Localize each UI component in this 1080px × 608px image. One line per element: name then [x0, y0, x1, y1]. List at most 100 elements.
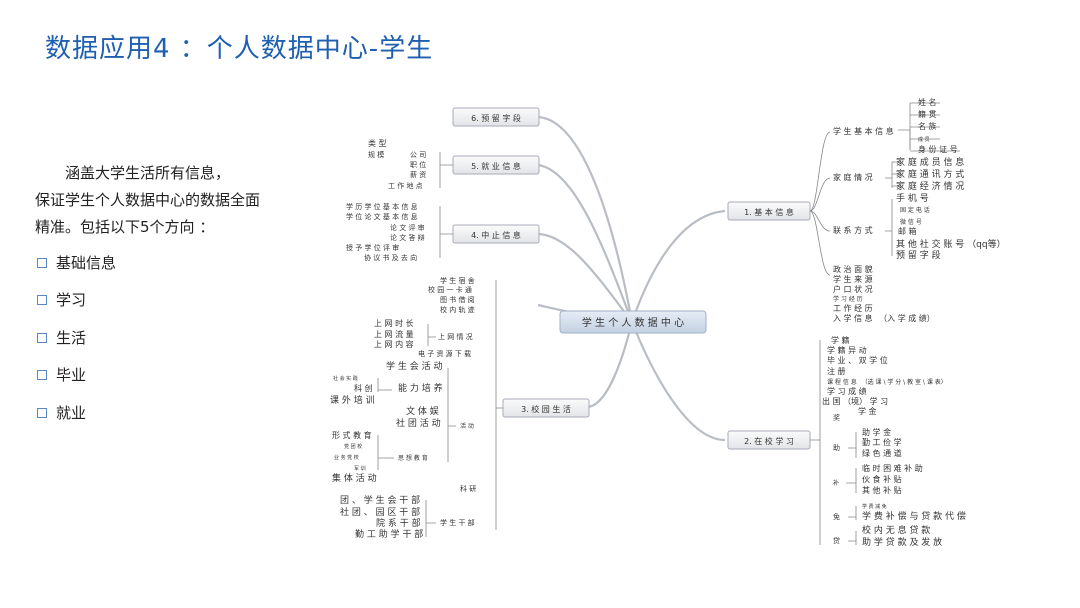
svg-text:出 国 （境） 学 习: 出 国 （境） 学 习 — [822, 396, 888, 406]
svg-text:学 籍 异 动: 学 籍 异 动 — [827, 345, 867, 355]
svg-text:能 力 培 养: 能 力 培 养 — [398, 382, 443, 394]
svg-text:学 生 会 活 动: 学 生 会 活 动 — [386, 360, 442, 372]
svg-text:家 庭 成 员 信 息: 家 庭 成 员 信 息 — [896, 156, 964, 168]
svg-text:预 留 字 段: 预 留 字 段 — [896, 249, 941, 261]
checkbox-icon — [37, 294, 47, 305]
svg-text:校 园 一 卡 通: 校 园 一 卡 通 — [428, 285, 472, 294]
svg-text:军 训: 军 训 — [354, 465, 366, 472]
svg-text:固 定 电 话: 固 定 电 话 — [900, 206, 930, 214]
direction-item: 就业 — [37, 402, 86, 423]
svg-text:业 务 党 校: 业 务 党 校 — [334, 454, 359, 461]
svg-text:绿 色 通 道: 绿 色 通 道 — [862, 448, 902, 458]
svg-text:家 庭 情 况: 家 庭 情 况 — [833, 172, 873, 182]
svg-text:注 册: 注 册 — [827, 366, 846, 376]
svg-text:邮 箱: 邮 箱 — [898, 226, 917, 236]
svg-text:课 外 培 训: 课 外 培 训 — [330, 394, 375, 406]
svg-text:奖: 奖 — [833, 413, 840, 422]
svg-text:学 生 宿 舍: 学 生 宿 舍 — [440, 276, 475, 285]
svg-text:学 生 干 部: 学 生 干 部 — [440, 518, 475, 527]
svg-text:身 份 证 号: 身 份 证 号 — [918, 144, 958, 154]
svg-text:校 内 轨 迹: 校 内 轨 迹 — [440, 305, 475, 314]
svg-text:成 员: 成 员 — [918, 136, 930, 143]
svg-text:学 籍: 学 籍 — [831, 335, 850, 345]
svg-text:科 创: 科 创 — [354, 383, 373, 393]
direction-item: 生活 — [37, 327, 86, 348]
svg-text:6. 预 留 字 段: 6. 预 留 字 段 — [471, 113, 521, 123]
svg-text:助: 助 — [833, 443, 840, 452]
svg-text:上 网 时 长: 上 网 时 长 — [374, 318, 414, 328]
svg-text:授 予 学 位 评 审: 授 予 学 位 评 审 — [346, 243, 399, 252]
svg-text:助 学 金: 助 学 金 — [862, 427, 891, 437]
svg-text:5. 就 业 信 息: 5. 就 业 信 息 — [471, 161, 521, 171]
branch-line — [587, 321, 634, 409]
svg-text:论 文 评 审: 论 文 评 审 — [390, 223, 425, 232]
svg-text:学 费 减 免: 学 费 减 免 — [862, 503, 887, 510]
svg-text:学 位 论 文 基 本 信 息: 学 位 论 文 基 本 信 息 — [346, 212, 418, 221]
svg-text:4. 中 止 信 息: 4. 中 止 信 息 — [471, 230, 521, 240]
branch-line — [630, 209, 726, 323]
svg-text:其 他 补 贴: 其 他 补 贴 — [862, 485, 902, 495]
svg-text:薪 资: 薪 资 — [410, 170, 426, 179]
svg-text:协 议 书 及 去 向: 协 议 书 及 去 向 — [364, 253, 417, 262]
svg-text:家 庭 经 济 情 况: 家 庭 经 济 情 况 — [896, 180, 964, 192]
svg-text:免: 免 — [833, 512, 840, 521]
svg-text:上 网 流 量: 上 网 流 量 — [374, 329, 414, 339]
direction-item: 基础信息 — [37, 252, 116, 273]
svg-text:助 学 贷 款 及 发 放: 助 学 贷 款 及 发 放 — [862, 536, 942, 548]
center-node — [559, 310, 707, 334]
svg-text:姓 名: 姓 名 — [918, 97, 937, 107]
svg-text:论 文 答 辩: 论 文 答 辩 — [390, 233, 425, 242]
svg-text:院 系 干 部: 院 系 干 部 — [376, 517, 421, 529]
page-title: 数据应用4 ：个人数据中心-学生 — [45, 34, 434, 64]
svg-text:临 时 困 难 补 助: 临 时 困 难 补 助 — [862, 463, 923, 473]
svg-text:微 信 号: 微 信 号 — [900, 218, 922, 226]
svg-text:补: 补 — [833, 479, 839, 487]
svg-text:学 金: 学 金 — [858, 406, 877, 416]
svg-text:学 习 经 历: 学 习 经 历 — [833, 295, 863, 303]
svg-text:工 作 地 点: 工 作 地 点 — [388, 181, 423, 190]
svg-text:社 团 活 动: 社 团 活 动 — [396, 417, 441, 429]
svg-text:上 网 情 况: 上 网 情 况 — [438, 332, 473, 341]
svg-text:上 网 内 容: 上 网 内 容 — [374, 339, 414, 349]
direction-item: 毕业 — [37, 364, 86, 385]
svg-text:其 他 社 交 账 号 （qq等）: 其 他 社 交 账 号 （qq等） — [896, 238, 1006, 250]
svg-text:手 机 号: 手 机 号 — [896, 192, 929, 204]
checkbox-icon — [37, 369, 47, 380]
intro-line-2: 保证学生个人数据中心的数据全面精准。包括以下5个方向 ： — [35, 191, 261, 236]
svg-text:思 想 教 育: 思 想 教 育 — [398, 454, 428, 462]
intro-line-1: 涵盖大学生活所有信息， — [65, 164, 231, 182]
branch-node-reserved — [452, 107, 540, 127]
svg-text:家 庭 通 讯 方 式: 家 庭 通 讯 方 式 — [896, 168, 964, 180]
svg-text:勤 工 俭 学: 勤 工 俭 学 — [862, 437, 902, 447]
svg-text:勤 工 助 学 干 部: 勤 工 助 学 干 部 — [355, 528, 423, 540]
svg-text:2. 在 校 学 习: 2. 在 校 学 习 — [744, 436, 794, 446]
intro-text: 涵盖大学生活所有信息， 保证学生个人数据中心的数据全面精准。包括以下5个方向 ： — [35, 160, 265, 241]
svg-text:贷: 贷 — [833, 536, 840, 545]
svg-text:1. 基 本 信 息: 1. 基 本 信 息 — [744, 207, 794, 217]
svg-text:名 族: 名 族 — [918, 121, 937, 131]
svg-text:集 体 活 动: 集 体 活 动 — [332, 472, 377, 484]
svg-text:籍 贯: 籍 贯 — [918, 109, 937, 119]
svg-text:社 团 、 园 区 干 部: 社 团 、 园 区 干 部 — [340, 506, 420, 518]
svg-text:学 费 补 偿 与 贷 款 代 偿: 学 费 补 偿 与 贷 款 代 偿 — [862, 510, 966, 522]
svg-text:社 会 实 践: 社 会 实 践 — [333, 375, 358, 382]
svg-text:课 程 信 息 （选 课 \ 学 分 \ 教 室 \ 课: 课 程 信 息 （选 课 \ 学 分 \ 教 室 \ 课 表） — [827, 378, 947, 386]
direction-item: 学习 — [37, 289, 86, 310]
svg-text:文 体 娱: 文 体 娱 — [406, 405, 439, 417]
svg-text:伙 食 补 贴: 伙 食 补 贴 — [862, 474, 902, 484]
svg-text:党 团 校: 党 团 校 — [344, 443, 362, 450]
svg-text:学 历 学 位 基 本 信 息: 学 历 学 位 基 本 信 息 — [346, 202, 418, 211]
svg-text:职 位: 职 位 — [410, 160, 426, 169]
svg-text:形 式 教 育: 形 式 教 育 — [332, 430, 372, 440]
branch-line — [537, 232, 633, 323]
svg-text:联 系 方 式: 联 系 方 式 — [833, 225, 873, 235]
checkbox-icon — [37, 407, 47, 418]
svg-text:入 学 信 息 （入 学 成 绩）: 入 学 信 息 （入 学 成 绩） — [833, 313, 935, 323]
node-label: 学 生 基 本 信 息 — [833, 126, 894, 136]
svg-text:3. 校 园 生 活: 3. 校 园 生 活 — [521, 404, 571, 414]
center-label: 学 生 个 人 数 据 中 心 — [582, 316, 684, 329]
branch-line — [537, 163, 634, 323]
svg-text:毕 业 、 双 学 位: 毕 业 、 双 学 位 — [827, 355, 888, 365]
svg-text:电 子 资 源 下 载: 电 子 资 源 下 载 — [418, 349, 471, 358]
